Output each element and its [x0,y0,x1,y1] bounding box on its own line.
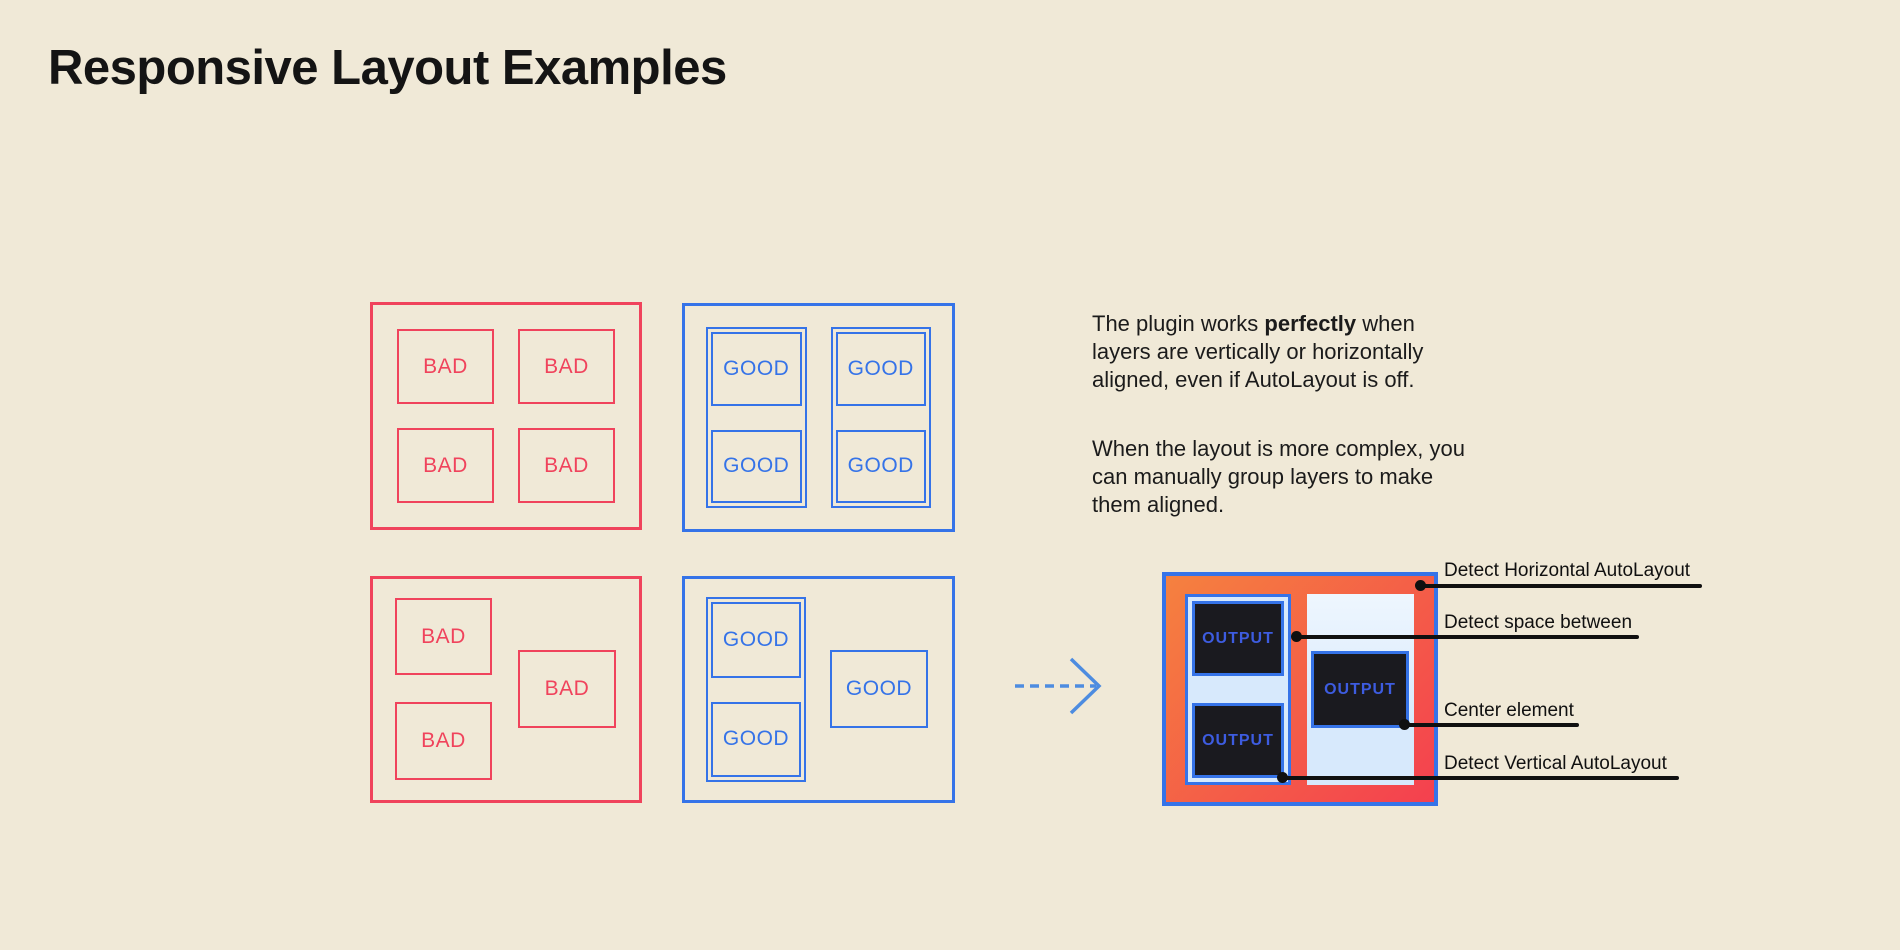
good-box: GOOD [711,429,802,503]
connector-line [1297,635,1639,639]
annotation-label-detect-vertical-autolayout: Detect Vertical AutoLayout [1444,753,1667,774]
good-box-label: GOOD [847,454,914,478]
connector-dot-icon [1277,772,1288,783]
output-box-centered: OUTPUT [1311,651,1409,728]
good-box: GOOD [835,429,926,503]
annotation-label-center-element: Center element [1444,700,1574,721]
bad-box: BAD [518,329,615,404]
good-box-label: GOOD [845,677,913,700]
output-box: OUTPUT [1192,703,1284,778]
description-line: layers are vertically or horizontally [1092,339,1424,364]
description-segment: when [1356,311,1415,336]
connector-line [1405,723,1579,727]
good-box-label: GOOD [722,727,790,751]
description-paragraph-2: When the layout is more complex, you can… [1092,435,1562,519]
description-line: The plugin works perfectly when [1092,310,1562,338]
bad-box-label: BAD [421,624,466,648]
good-box: GOOD [835,332,926,406]
bad-box: BAD [395,598,492,675]
description-segment: The plugin works [1092,311,1265,336]
output-box-label: OUTPUT [1202,731,1274,749]
good-box-label: GOOD [847,356,914,380]
good-scatter-frame: GOOD GOOD GOOD [682,576,955,803]
good-box-label: GOOD [723,356,790,380]
good-box: GOOD [711,602,801,678]
output-box-label: OUTPUT [1202,629,1274,647]
connector-dot-icon [1399,719,1410,730]
output-box-label: OUTPUT [1324,680,1396,698]
bad-box: BAD [395,702,492,780]
result-vertical-autolayout-panel: OUTPUT OUTPUT [1185,594,1291,785]
output-box: OUTPUT [1192,601,1284,676]
bad-box-label: BAD [423,453,468,477]
description-line: them aligned. [1092,492,1225,517]
bad-box-label: BAD [544,354,589,378]
connector-dot-icon [1291,631,1302,642]
bad-box: BAD [397,428,494,503]
description-line: aligned, even if AutoLayout is off. [1092,367,1415,392]
good-vertical-group: GOOD GOOD [706,327,807,508]
bad-box-label: BAD [421,729,466,752]
bad-box: BAD [518,428,615,503]
bad-scatter-frame: BAD BAD BAD [370,576,642,803]
good-vertical-group: GOOD GOOD [830,327,931,508]
bad-grid-frame: BAD BAD BAD BAD [370,302,642,530]
connector-dot-icon [1415,580,1426,591]
description-line: can manually group layers to make [1092,464,1434,489]
bad-box: BAD [518,650,616,728]
description-text: The plugin works perfectly when layers a… [1092,310,1562,519]
annotation-label-detect-space-between: Detect space between [1444,612,1633,633]
description-line: When the layout is more complex, you [1092,436,1465,461]
good-grid-frame: GOOD GOOD GOOD GOOD [682,303,955,532]
good-vertical-group: GOOD GOOD [706,597,806,782]
good-box: GOOD [711,332,802,406]
bad-box-label: BAD [544,453,589,477]
good-box-label: GOOD [722,627,790,651]
transform-arrow-icon [1012,651,1112,721]
good-box: GOOD [830,650,928,728]
page-title: Responsive Layout Examples [48,41,727,95]
connector-line [1283,776,1679,780]
bad-box-label: BAD [423,354,468,378]
bad-box: BAD [397,329,494,404]
bad-box-label: BAD [544,677,590,700]
annotation-label-detect-horizontal-autolayout: Detect Horizontal AutoLayout [1444,560,1691,581]
connector-line [1421,584,1702,588]
description-bold-segment: perfectly [1264,311,1357,336]
description-paragraph-1: The plugin works perfectly when layers a… [1092,310,1562,394]
good-box-label: GOOD [723,454,790,478]
result-autolayout-frame: OUTPUT OUTPUT OUTPUT [1162,572,1438,806]
good-box: GOOD [711,701,801,777]
